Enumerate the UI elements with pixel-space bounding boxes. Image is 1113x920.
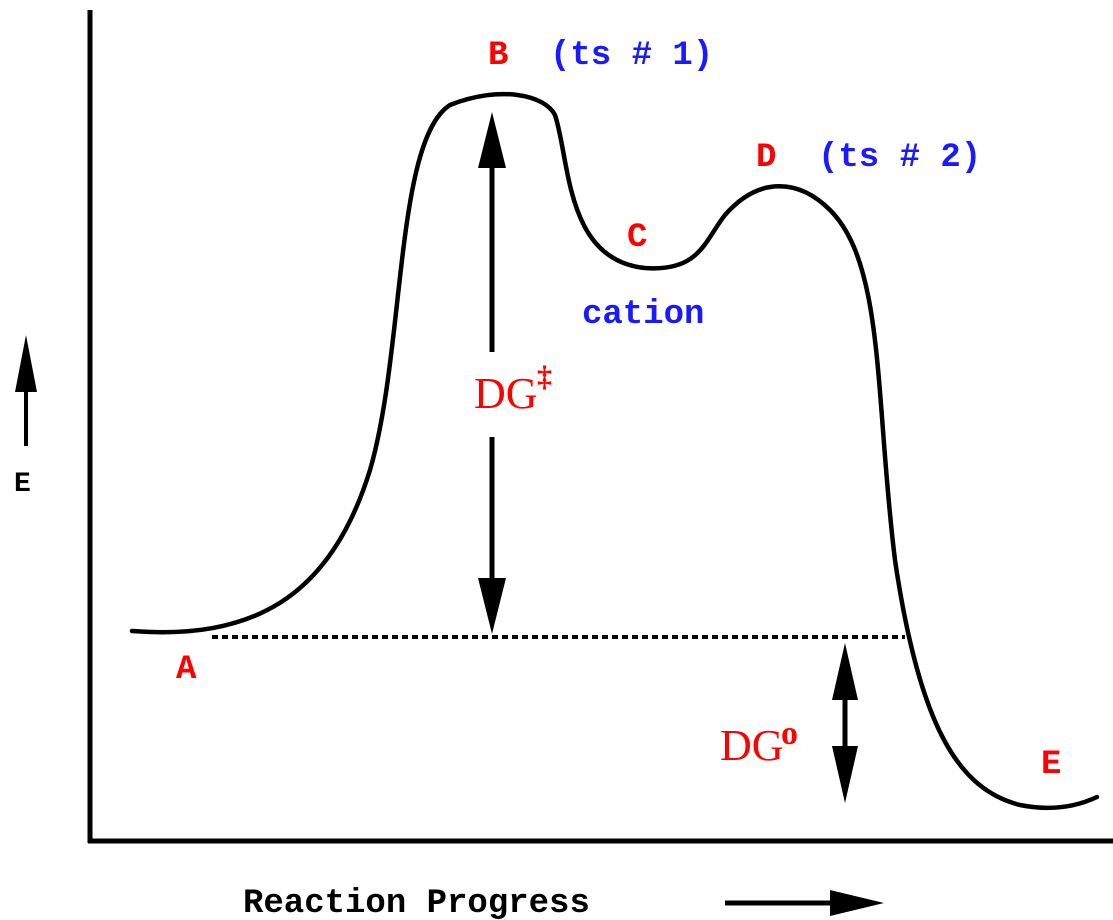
point-a-label: A	[176, 651, 197, 689]
point-e-label: E	[1041, 746, 1061, 784]
point-d-label: D	[756, 139, 776, 177]
reaction-energy-label: DG	[720, 721, 784, 770]
progress-arrowhead	[830, 890, 884, 916]
ts2-label: (ts # 2)	[818, 139, 981, 177]
activation-energy-label: DG	[474, 369, 538, 418]
reaction-energy-superscript: o	[781, 715, 798, 752]
energy-profile-curve	[129, 91, 1100, 811]
point-c-label: C	[627, 219, 647, 257]
ts1-label: (ts # 1)	[550, 37, 713, 75]
energy-axis-arrowhead	[15, 335, 37, 392]
cation-label: cation	[582, 296, 704, 334]
activation-arrowhead-down	[478, 578, 506, 634]
activation-arrowhead-up	[478, 112, 506, 168]
point-b-label: B	[488, 37, 508, 75]
x-axis-label: Reaction Progress	[243, 885, 590, 920]
reaction-energy-arrowhead-down	[832, 746, 858, 803]
activation-energy-superscript: ‡	[537, 360, 552, 393]
reaction-energy-arrowhead-up	[832, 643, 858, 700]
y-axis-label: E	[14, 469, 31, 500]
